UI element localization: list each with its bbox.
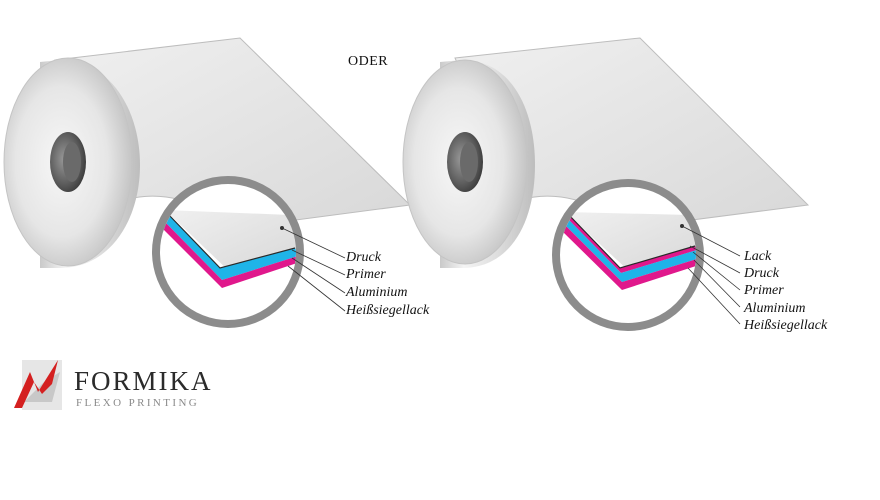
layer-aluminium-left <box>165 214 296 280</box>
logo-tagline: FLEXO PRINTING <box>76 397 200 409</box>
magnifier-ring-right <box>552 179 704 331</box>
layer-label: Heißsiegellack <box>744 318 828 333</box>
layer-lack-right <box>567 214 696 273</box>
separator-label: ODER <box>348 54 389 69</box>
layer-label: Primer <box>346 267 386 282</box>
layer-label: Primer <box>744 283 784 298</box>
layer-label: Druck <box>346 250 381 265</box>
roll-core-hole-left <box>63 142 81 182</box>
logo-name: FORMIKA <box>74 366 213 396</box>
layer-heatseal-left <box>162 222 296 288</box>
roll-right <box>402 37 810 268</box>
layer-label: Lack <box>744 249 772 264</box>
layer-aluminium-right <box>565 218 696 282</box>
magnifier-ring-left <box>152 176 304 328</box>
layer-label: Druck <box>744 266 779 281</box>
formika-logo-mark <box>14 360 62 410</box>
layer-heatseal-right <box>562 225 696 290</box>
layer-label: Aluminium <box>744 301 806 316</box>
layer-label: Heißsiegellack <box>346 303 430 318</box>
magnifier-right <box>552 179 741 331</box>
layer-label: Aluminium <box>346 285 408 300</box>
magnifier-left <box>152 176 346 328</box>
roll-left <box>3 37 412 268</box>
roll-core-hole-right <box>460 142 478 182</box>
